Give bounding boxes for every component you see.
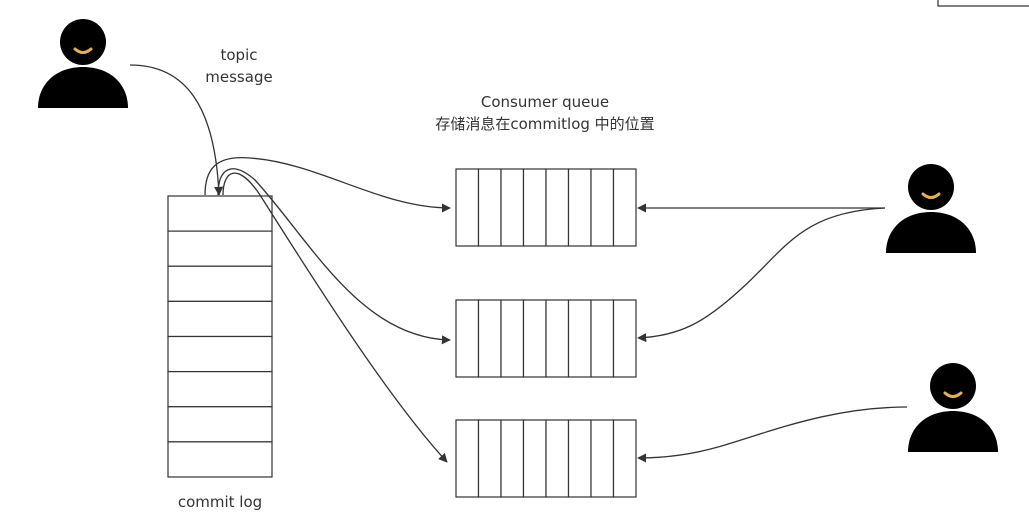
producer-person-icon xyxy=(38,19,128,108)
queue-cell xyxy=(500,419,525,498)
queue-cell xyxy=(590,299,615,378)
message-label: message xyxy=(205,68,272,86)
queue-cell xyxy=(545,419,570,498)
queue-cell xyxy=(590,168,615,247)
queue-cell xyxy=(567,299,592,378)
consumer-2-to-queue-3-arrow xyxy=(637,406,908,463)
queue-cell xyxy=(455,299,480,378)
queue-cell xyxy=(522,299,547,378)
commit-log-row xyxy=(167,371,273,408)
consumer-person-icon xyxy=(908,363,998,452)
queue-cell xyxy=(455,168,480,247)
queue-cell xyxy=(477,299,502,378)
queue-cell xyxy=(612,168,637,247)
consumer-1-to-queue-2-arrow xyxy=(637,207,886,343)
commit-log-row xyxy=(167,300,273,338)
queue-cell xyxy=(612,419,637,498)
partial-frame xyxy=(937,0,1029,7)
queue-cell xyxy=(590,419,615,498)
commit-log-block xyxy=(167,195,273,478)
queue-cell xyxy=(500,168,525,247)
consumer-person-icon xyxy=(886,164,976,253)
commit-log-row xyxy=(167,406,273,443)
consumer-queue-title: Consumer queue xyxy=(481,93,609,111)
commitlog-to-queue-3-arrow xyxy=(222,172,448,463)
consumer-queue-2 xyxy=(455,299,637,378)
queue-cell xyxy=(567,168,592,247)
queue-cell xyxy=(612,299,637,378)
commitlog-to-queue-2-arrow xyxy=(217,168,451,345)
queue-cell xyxy=(522,168,547,247)
queue-cell xyxy=(500,299,525,378)
consumer-queues xyxy=(455,168,637,498)
consumer-queue-1 xyxy=(455,168,637,247)
consumer-queue-subtitle: 存储消息在commitlog 中的位置 xyxy=(435,115,654,133)
commit-log-row xyxy=(167,441,273,478)
commit-log-label: commit log xyxy=(178,493,262,511)
arrows xyxy=(129,64,908,463)
queue-cell xyxy=(545,168,570,247)
queue-cell xyxy=(545,299,570,378)
queue-cell xyxy=(522,419,547,498)
consumer-queue-3 xyxy=(455,419,637,498)
queue-cell xyxy=(477,419,502,498)
producer-to-commitlog-arrow xyxy=(129,64,224,196)
commit-log-row xyxy=(167,230,273,267)
topic-label: topic xyxy=(221,46,258,64)
commit-log-row xyxy=(167,265,273,302)
commit-log-row xyxy=(167,195,273,232)
commitlog-to-queue-1-arrow xyxy=(204,157,451,213)
commit-log-row xyxy=(167,335,273,373)
queue-cell xyxy=(567,419,592,498)
queue-cell xyxy=(455,419,480,498)
queue-cell xyxy=(477,168,502,247)
